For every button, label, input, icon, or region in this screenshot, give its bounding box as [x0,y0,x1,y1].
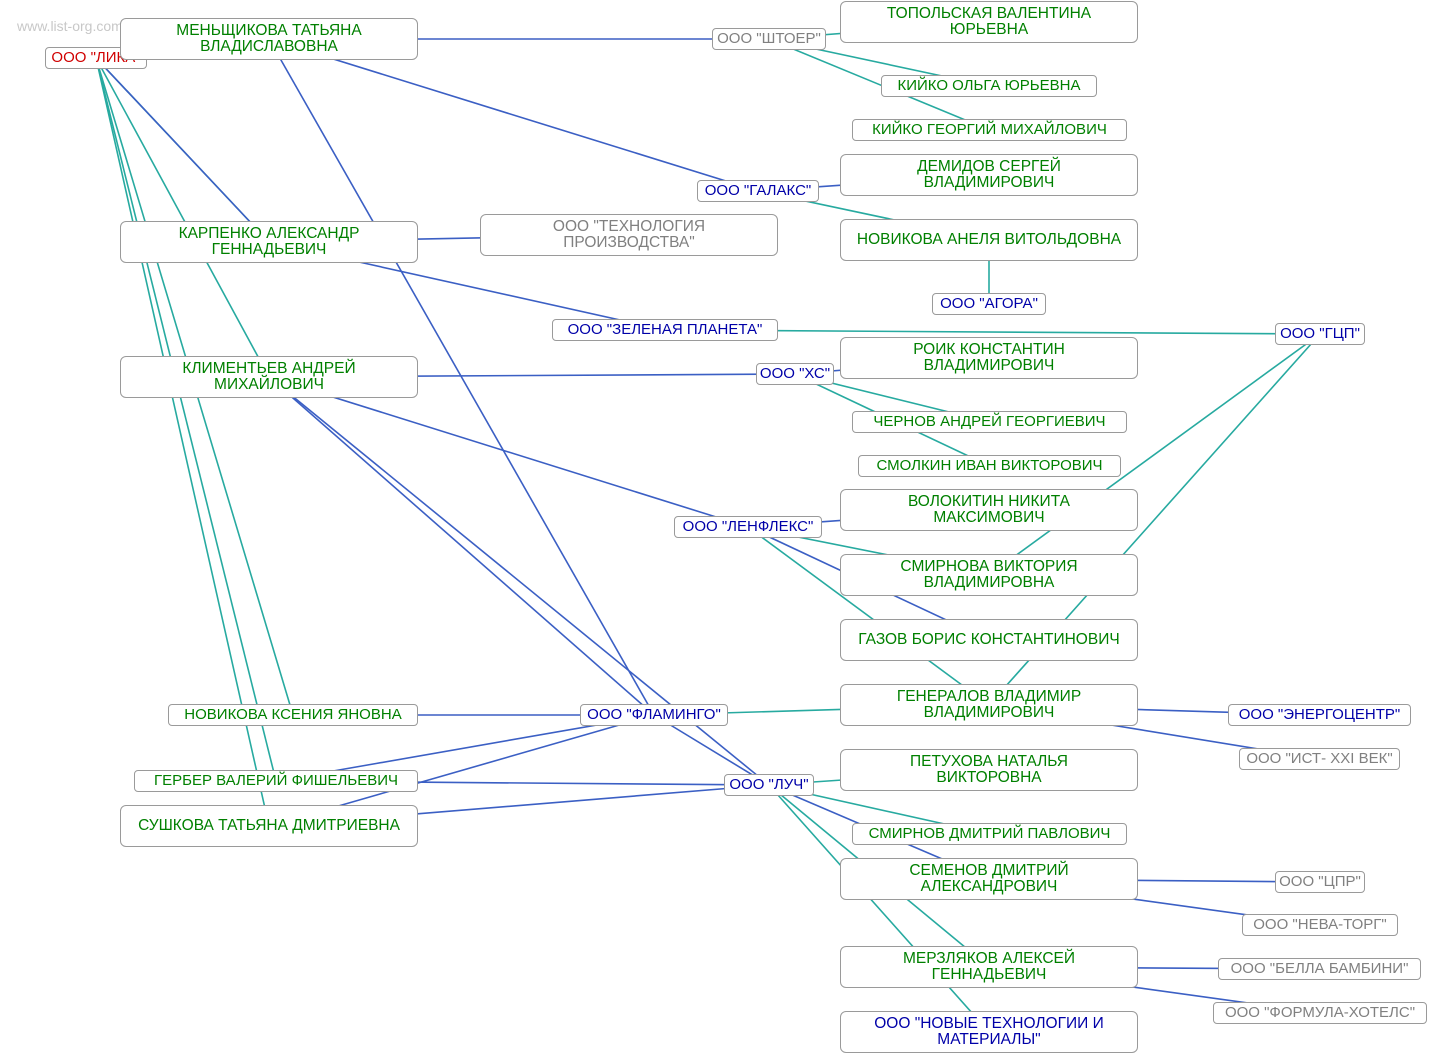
node-petuhova[interactable]: ПЕТУХОВА НАТАЛЬЯ ВИКТОРОВНА [840,749,1138,791]
node-label: ООО "ЛУЧ" [729,776,809,793]
edge-lika-gerber [95,57,277,782]
node-smirnova-v[interactable]: СМИРНОВА ВИКТОРИЯ ВЛАДИМИРОВНА [840,554,1138,596]
node-agora[interactable]: ООО "АГОРА" [932,293,1046,315]
node-label: ООО "ГЦП" [1280,325,1360,342]
node-label: СЕМЕНОВ ДМИТРИЙ АЛЕКСАНДРОВИЧ [909,862,1069,895]
node-kiyko-o[interactable]: КИЙКО ОЛЬГА ЮРЬЕВНА [881,75,1097,97]
node-novye-teh[interactable]: ООО "НОВЫЕ ТЕХНОЛОГИИ И МАТЕРИАЛЫ" [840,1011,1138,1053]
node-luch[interactable]: ООО "ЛУЧ" [724,774,814,796]
node-galaks[interactable]: ООО "ГАЛАКС" [697,180,819,202]
node-gazov[interactable]: ГАЗОВ БОРИС КОНСТАНТИНОВИЧ [840,619,1138,661]
node-bella[interactable]: ООО "БЕЛЛА БАМБИНИ" [1218,958,1421,980]
node-neva[interactable]: ООО "НЕВА-ТОРГ" [1242,914,1398,936]
node-kiyko-g[interactable]: КИЙКО ГЕОРГИЙ МИХАЙЛОВИЧ [852,119,1127,141]
node-label: ТОПОЛЬСКАЯ ВАЛЕНТИНА ЮРЬЕВНА [886,5,1092,38]
edge-menshikova-galaks [268,38,759,192]
node-sushkova[interactable]: СУШКОВА ТАТЬЯНА ДМИТРИЕВНА [120,805,418,847]
node-label: ГАЗОВ БОРИС КОНСТАНТИНОВИЧ [858,631,1120,648]
node-label: КАРПЕНКО АЛЕКСАНДР ГЕННАДЬЕВИЧ [178,225,360,258]
edge-lika-karpenko [95,57,270,243]
node-semenov[interactable]: СЕМЕНОВ ДМИТРИЙ АЛЕКСАНДРОВИЧ [840,858,1138,900]
node-label: МЕНЬЩИКОВА ТАТЬЯНА ВЛАДИСЛАВОВНА [176,22,362,55]
node-shtoer[interactable]: ООО "ШТОЕР" [712,28,826,50]
edge-lika-klimentev [95,57,270,378]
node-demidov[interactable]: ДЕМИДОВ СЕРГЕЙ ВЛАДИМИРОВИЧ [840,154,1138,196]
node-volokitin[interactable]: ВОЛОКИТИН НИКИТА МАКСИМОВИЧ [840,489,1138,531]
node-klimentev[interactable]: КЛИМЕНТЬЕВ АНДРЕЙ МИХАЙЛОВИЧ [120,356,418,398]
node-label: ООО "НОВЫЕ ТЕХНОЛОГИИ И МАТЕРИАЛЫ" [874,1015,1104,1048]
node-gerber[interactable]: ГЕРБЕР ВАЛЕРИЙ ФИШЕЛЬЕВИЧ [134,770,418,792]
node-hs[interactable]: ООО "ХС" [756,363,834,385]
node-label: ПЕТУХОВА НАТАЛЬЯ ВИКТОРОВНА [910,753,1068,786]
node-label: ООО "НЕВА-ТОРГ" [1253,916,1387,933]
edge-luch-novye_teh [768,784,990,1033]
node-generalov[interactable]: ГЕНЕРАЛОВ ВЛАДИМИР ВЛАДИМИРОВИЧ [840,684,1138,726]
node-label: СМОЛКИН ИВАН ВИКТОРОВИЧ [876,457,1103,474]
node-label: НОВИКОВА КСЕНИЯ ЯНОВНА [184,706,402,723]
node-label: ООО "ЛИКА" [51,49,141,66]
watermark: www.list-org.com [17,18,123,34]
edge-flamingo-luch [653,714,770,786]
node-label: ООО "ХС" [759,365,831,382]
node-flamingo[interactable]: ООО "ФЛАМИНГО" [580,704,728,726]
node-tehnologia[interactable]: ООО "ТЕХНОЛОГИЯ ПРОИЗВОДСТВА" [480,214,778,256]
edge-klimentev-lenfleks [268,376,749,528]
node-label: ООО "ЗЕЛЕНАЯ ПЛАНЕТА" [567,321,763,338]
node-cpr[interactable]: ООО "ЦПР" [1275,871,1365,893]
node-energocentr[interactable]: ООО "ЭНЕРГОЦЕНТР" [1228,704,1411,726]
node-zelenaya[interactable]: ООО "ЗЕЛЕНАЯ ПЛАНЕТА" [552,319,778,341]
node-label: ООО "ГАЛАКС" [704,182,812,199]
node-label: ГЕРБЕР ВАЛЕРИЙ ФИШЕЛЬЕВИЧ [154,772,398,789]
node-smolkin[interactable]: СМОЛКИН ИВАН ВИКТОРОВИЧ [858,455,1121,477]
node-label: ООО "ЦПР" [1279,873,1361,890]
node-merzlyakov[interactable]: МЕРЗЛЯКОВ АЛЕКСЕЙ ГЕННАДЬЕВИЧ [840,946,1138,988]
edge-menshikova-flamingo [268,38,655,716]
node-label: ООО "ФОРМУЛА-ХОТЕЛС" [1224,1004,1416,1021]
node-label: ДЕМИДОВ СЕРГЕЙ ВЛАДИМИРОВИЧ [917,158,1061,191]
node-smirnov-d[interactable]: СМИРНОВ ДМИТРИЙ ПАВЛОВИЧ [852,823,1127,845]
node-label: КИЙКО ГЕОРГИЙ МИХАЙЛОВИЧ [872,121,1107,138]
node-label: ООО "ЛЕНФЛЕКС" [682,518,814,535]
node-label: ЧЕРНОВ АНДРЕЙ ГЕОРГИЕВИЧ [873,413,1106,430]
node-label: СМИРНОВ ДМИТРИЙ ПАВЛОВИЧ [868,825,1111,842]
node-label: ООО "ШТОЕР" [717,30,821,47]
node-label: СМИРНОВА ВИКТОРИЯ ВЛАДИМИРОВНА [900,558,1078,591]
node-topolskaya[interactable]: ТОПОЛЬСКАЯ ВАЛЕНТИНА ЮРЬЕВНА [840,1,1138,43]
node-label: КИЙКО ОЛЬГА ЮРЬЕВНА [897,77,1081,94]
node-novikova-k[interactable]: НОВИКОВА КСЕНИЯ ЯНОВНА [168,704,418,726]
node-lenfleks[interactable]: ООО "ЛЕНФЛЕКС" [674,516,822,538]
node-label: ВОЛОКИТИН НИКИТА МАКСИМОВИЧ [907,493,1070,526]
node-label: МЕРЗЛЯКОВ АЛЕКСЕЙ ГЕННАДЬЕВИЧ [902,950,1076,983]
node-label: ООО "ФЛАМИНГО" [587,706,721,723]
node-label: КЛИМЕНТЬЕВ АНДРЕЙ МИХАЙЛОВИЧ [182,360,356,393]
node-label: ООО "ИСТ- XXI ВЕК" [1246,750,1393,767]
node-menshikova[interactable]: МЕНЬЩИКОВА ТАТЬЯНА ВЛАДИСЛАВОВНА [120,18,418,60]
node-label: ООО "АГОРА" [940,295,1038,312]
node-label: ООО "ТЕХНОЛОГИЯ ПРОИЗВОДСТВА" [552,218,706,251]
node-gcp[interactable]: ООО "ГЦП" [1275,323,1365,345]
node-chernov[interactable]: ЧЕРНОВ АНДРЕЙ ГЕОРГИЕВИЧ [852,411,1127,433]
node-label: ООО "БЕЛЛА БАМБИНИ" [1230,960,1409,977]
node-formula[interactable]: ООО "ФОРМУЛА-ХОТЕЛС" [1213,1002,1427,1024]
node-label: НОВИКОВА АНЕЛЯ ВИТОЛЬДОВНА [856,231,1122,248]
node-label: РОИК КОНСТАНТИН ВЛАДИМИРОВИЧ [913,341,1065,374]
edge-shtoer-kiyko_g [768,38,990,131]
node-ist[interactable]: ООО "ИСТ- XXI ВЕК" [1239,748,1400,770]
edge-lika-sushkova [95,57,270,827]
node-label: ГЕНЕРАЛОВ ВЛАДИМИР ВЛАДИМИРОВИЧ [896,688,1082,721]
node-karpenko[interactable]: КАРПЕНКО АЛЕКСАНДР ГЕННАДЬЕВИЧ [120,221,418,263]
edge-lenfleks-generalov [747,526,990,706]
node-novikova-a[interactable]: НОВИКОВА АНЕЛЯ ВИТОЛЬДОВНА [840,219,1138,261]
edge-gcp-smirnova_v [988,333,1321,576]
node-label: ООО "ЭНЕРГОЦЕНТР" [1238,706,1401,723]
edge-klimentev-flamingo [268,376,655,716]
node-roik[interactable]: РОИК КОНСТАНТИН ВЛАДИМИРОВИЧ [840,337,1138,379]
node-label: СУШКОВА ТАТЬЯНА ДМИТРИЕВНА [138,817,400,834]
